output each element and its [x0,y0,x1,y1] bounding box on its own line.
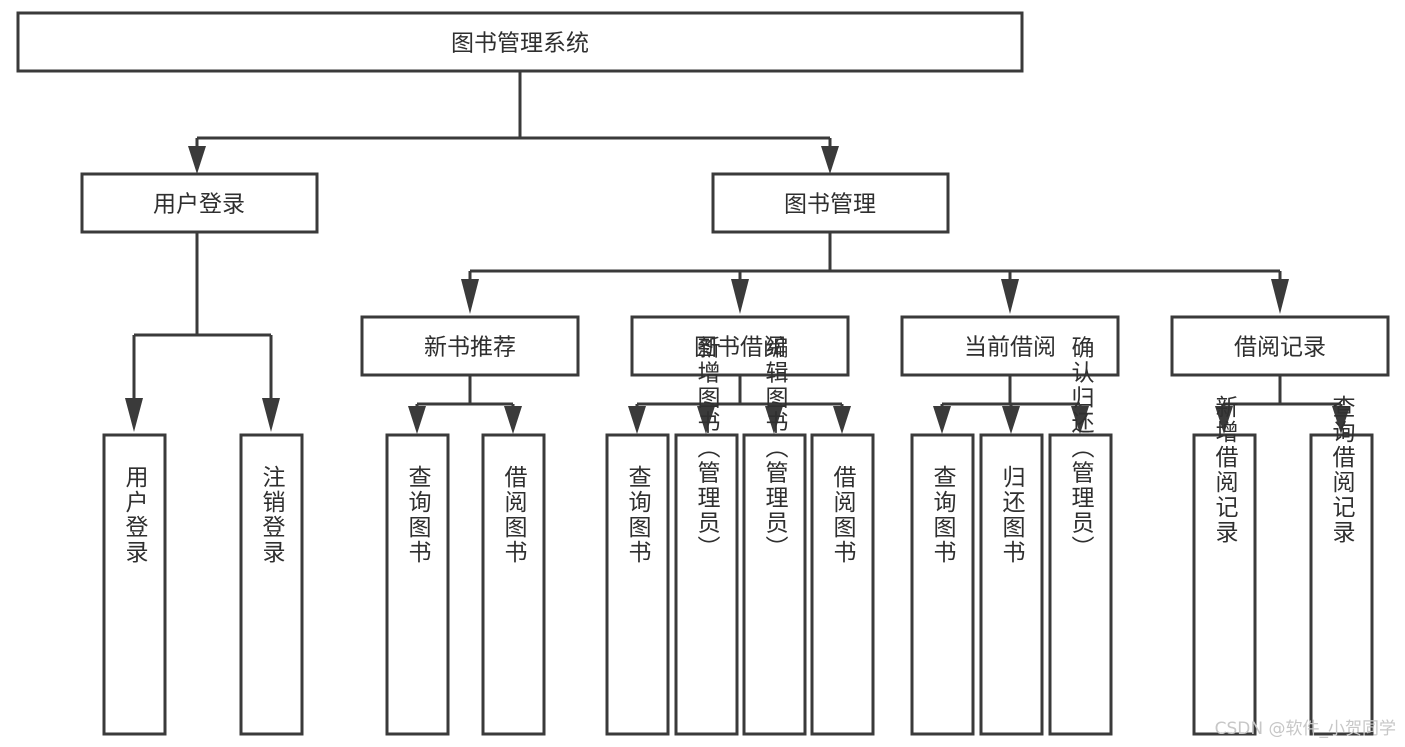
node-leaf-query-book-3-box[interactable] [910,433,975,736]
node-leaf-query-book-2[interactable]: 查询图书 [605,433,670,736]
node-book-borrow-box[interactable] [630,315,850,377]
node-book-borrow-label: 图书借阅 [694,335,786,361]
node-leaf-query-book-2-box[interactable] [605,433,670,736]
node-leaf-user-login[interactable]: 用户登录 [102,433,167,736]
arrow-head-leaf-query-book-1 [408,406,426,434]
arrow-head-leaf-borrow-book-2 [833,406,851,434]
node-leaf-borrow-book-1-label: 借阅图书 [500,465,528,565]
connector-layer [125,71,1350,434]
node-leaf-query-record-label: 查询借阅记录 [1328,395,1356,545]
node-leaf-query-record-box[interactable] [1309,433,1374,736]
arrow-head-leaf-confirm-return [1071,406,1089,434]
arrow-head-leaf-edit-book [765,406,783,434]
node-book-management[interactable]: 图书管理 [711,172,950,234]
node-leaf-add-record-label: 新增借阅记录 [1211,395,1239,545]
node-user-login-box[interactable] [80,172,319,234]
node-current-borrow[interactable]: 当前借阅 [900,315,1120,377]
node-leaf-borrow-book-2[interactable]: 借阅图书 [810,433,875,736]
arrow-head-current-borrow [1001,279,1019,314]
node-leaf-query-book-3-label: 查询图书 [929,465,957,565]
arrow-head-leaf-query-book-2 [628,406,646,434]
arrow-head-leaf-query-book-3 [933,406,951,434]
arrow-head-leaf-user-login [125,398,143,432]
node-book-management-box[interactable] [711,172,950,234]
arrow-head-borrow-record [1271,279,1289,314]
node-leaf-edit-book-box[interactable] [742,433,807,736]
arrow-head-book-borrow [731,279,749,314]
node-leaf-return-book-box[interactable] [979,433,1044,736]
node-leaf-add-record[interactable]: 新增借阅记录 [1192,395,1257,736]
arrow-head-new-book-recommend [461,279,479,314]
node-leaf-return-book[interactable]: 归还图书 [979,433,1044,736]
node-leaf-query-book-1-label: 查询图书 [404,465,432,565]
node-user-login[interactable]: 用户登录 [80,172,319,234]
node-leaf-borrow-book-2-box[interactable] [810,433,875,736]
node-borrow-record[interactable]: 借阅记录 [1170,315,1390,377]
node-leaf-user-login-label: 用户登录 [121,465,149,565]
node-leaf-add-book-box[interactable] [674,433,739,736]
arrow-head-leaf-add-record [1215,406,1233,434]
arrow-head-leaf-logout-login [262,398,280,432]
node-leaf-add-record-box[interactable] [1192,433,1257,736]
arrow-head-user-login [188,146,206,174]
node-leaf-edit-book[interactable]: 编辑图书（管理员） [742,336,807,736]
node-leaf-query-book-1-box[interactable] [385,433,450,736]
node-book-borrow[interactable]: 图书借阅 [630,315,850,377]
node-leaf-borrow-book-1[interactable]: 借阅图书 [481,433,546,736]
node-current-borrow-box[interactable] [900,315,1120,377]
node-book-management-label: 图书管理 [784,192,876,218]
arrow-head-leaf-return-book [1002,406,1020,434]
node-leaf-query-book-3[interactable]: 查询图书 [910,433,975,736]
node-leaf-confirm-return[interactable]: 确认归还（管理员） [1048,336,1113,736]
arrow-head-leaf-borrow-book-1 [504,406,522,434]
node-leaf-confirm-return-label: 确认归还（管理员） [1067,336,1095,561]
node-leaf-query-book-2-label: 查询图书 [624,465,652,565]
node-leaf-logout-login[interactable]: 注销登录 [239,433,304,736]
node-new-book-recommend-box[interactable] [360,315,580,377]
node-leaf-logout-login-box[interactable] [239,433,304,736]
arrow-head-leaf-add-book [697,406,715,434]
node-leaf-borrow-book-2-label: 借阅图书 [829,465,857,565]
node-current-borrow-label: 当前借阅 [964,335,1056,361]
node-root-box[interactable] [16,11,1024,73]
node-new-book-recommend[interactable]: 新书推荐 [360,315,580,377]
node-borrow-record-box[interactable] [1170,315,1390,377]
node-leaf-borrow-book-1-box[interactable] [481,433,546,736]
node-root-label: 图书管理系统 [451,31,589,57]
arrow-head-book-management [821,146,839,174]
node-leaf-query-record[interactable]: 查询借阅记录 [1309,395,1374,736]
node-leaf-add-book[interactable]: 新增图书（管理员） [674,336,739,736]
node-leaf-add-book-label: 新增图书（管理员） [693,336,721,561]
node-leaf-query-book-1[interactable]: 查询图书 [385,433,450,736]
node-leaf-logout-login-label: 注销登录 [258,465,286,565]
node-leaf-return-book-label: 归还图书 [998,465,1026,565]
node-borrow-record-label: 借阅记录 [1234,335,1326,361]
arrow-head-leaf-query-record [1332,406,1350,434]
node-user-login-label: 用户登录 [153,192,245,218]
node-leaf-confirm-return-box[interactable] [1048,433,1113,736]
node-new-book-recommend-label: 新书推荐 [424,335,516,361]
node-leaf-user-login-box[interactable] [102,433,167,736]
node-leaf-edit-book-label: 编辑图书（管理员） [761,336,789,561]
watermark-label: CSDN @软件_小贺同学 [1215,719,1396,739]
node-root[interactable]: 图书管理系统 [16,11,1024,73]
